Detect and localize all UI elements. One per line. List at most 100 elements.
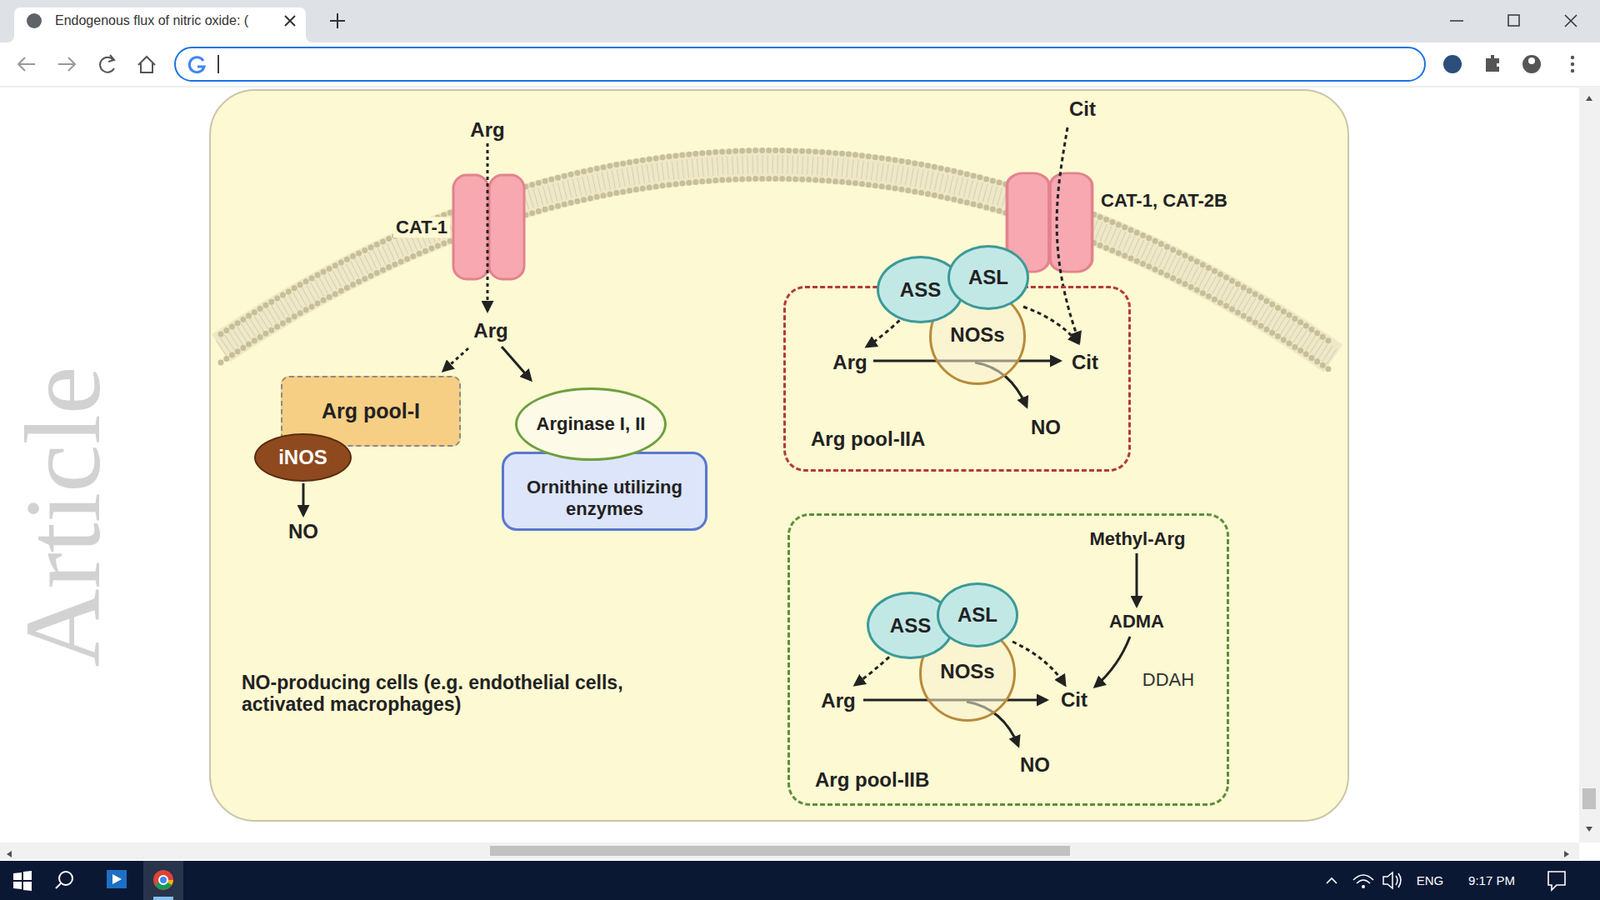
tray-clock: 9:17 PM <box>1468 873 1515 888</box>
enzyme-ellipse: Arginase I, II <box>515 387 667 461</box>
drawn-path <box>1565 15 1577 27</box>
enzyme-ellipse: iNOS <box>254 433 352 482</box>
node-label: NOSs <box>941 323 1013 347</box>
drawn-rect <box>143 860 184 900</box>
metabolite-label: Cit <box>1069 97 1096 121</box>
metabolite-label: Arg <box>473 319 508 343</box>
drawn-g <box>303 127 1137 746</box>
drawn-circle <box>1361 885 1365 889</box>
node-label: Ornithine utilizing enzymes <box>504 476 705 520</box>
metabolite-label: Methyl-Arg <box>1090 528 1186 550</box>
drawn-rect <box>0 0 1600 43</box>
drawn-circle <box>1443 55 1462 74</box>
drawn-path <box>302 483 305 515</box>
watermark: Article <box>8 366 117 668</box>
drawn-rect <box>453 175 489 280</box>
drawn-line <box>0 86 1600 88</box>
drawn-circle <box>1528 57 1535 65</box>
node-label: Arg pool-IIA <box>810 427 925 451</box>
drawn-path <box>189 57 205 73</box>
drawn-path <box>866 315 905 347</box>
drawn-circle <box>1570 69 1575 73</box>
metabolite-label: NO <box>288 520 319 544</box>
metabolite-label: Cit <box>1071 350 1099 375</box>
drawn-path <box>443 348 469 371</box>
drawn-path <box>330 13 345 29</box>
drawn-rect <box>1582 788 1596 810</box>
drawn-rect <box>1579 86 1600 843</box>
metabolite-label: NO <box>1030 415 1061 440</box>
drawn-path <box>100 57 115 73</box>
drawn-path <box>108 55 115 62</box>
node-label: Arg pool-IIB <box>815 768 930 792</box>
metabolite-label: Cit <box>1060 688 1088 712</box>
drawn-rect <box>0 842 1580 860</box>
drawn-path <box>220 164 1334 359</box>
drawn-circle <box>153 870 174 890</box>
pool-region: Arg pool-IIBASSASLNOSs <box>787 513 1230 806</box>
drawn-path <box>873 360 1060 363</box>
metabolite-label: Arg <box>470 118 505 142</box>
drawn-path <box>1135 553 1139 606</box>
metabolite-label: Arg <box>820 689 855 713</box>
drawn-path <box>285 15 295 26</box>
drawn-path <box>1056 127 1080 342</box>
drawn-path <box>220 164 1334 359</box>
drawn-path <box>6 850 1570 858</box>
enzyme-circle: ASL <box>947 245 1030 310</box>
node-label: iNOS <box>270 445 336 470</box>
cell-panel: NO-producing cells (e.g. endothelial cel… <box>209 89 1350 822</box>
drawn-path <box>1095 636 1130 687</box>
drawn-rect <box>0 860 1600 900</box>
enzyme-box: Ornithine utilizing enzymes <box>501 451 708 531</box>
pool-region: Arg pool-IIA NOSs <box>783 285 1131 472</box>
drawn-circle <box>1570 55 1575 60</box>
enzyme-label: DDAH <box>1142 669 1195 690</box>
tray-language: ENG <box>1416 873 1445 888</box>
drawn-rect <box>175 47 1425 81</box>
node-label: ASL <box>949 603 1006 627</box>
tab-title: Endogenous flux of nitric oxide: ( <box>55 13 249 29</box>
drawn-rect <box>490 845 1070 856</box>
drawn-path <box>6 7 314 43</box>
enzyme-circle: ASL <box>936 582 1019 648</box>
drawn-path <box>55 883 61 889</box>
drawn-circle <box>159 875 168 885</box>
drawn-circle <box>1570 62 1575 66</box>
drawn-circle <box>26 13 42 29</box>
node-label: ASS <box>891 278 950 302</box>
drawn-circle <box>1522 55 1541 74</box>
node-label: CAT-1 <box>393 216 450 238</box>
drawn-path <box>1023 306 1079 344</box>
drawn-path <box>975 362 1027 407</box>
drawn-path <box>1585 95 1593 832</box>
metabolite-label: NO <box>1020 753 1050 777</box>
drawn-path <box>1012 641 1065 685</box>
drawn-path <box>1395 873 1401 888</box>
drawn-rect <box>106 870 127 889</box>
node-label: Arginase I, II <box>528 413 655 435</box>
node-label: ASS <box>881 614 940 638</box>
drawn-path <box>112 874 122 885</box>
node-label: NO-producing cells (e.g. endothelial cel… <box>241 671 675 716</box>
drawn-path <box>501 346 531 380</box>
drawn-circle <box>59 871 73 885</box>
drawn-path <box>1326 878 1337 884</box>
drawn-line <box>217 55 220 74</box>
node-label: ASL <box>960 265 1017 290</box>
drawn-rect <box>1508 15 1520 26</box>
drawn-path <box>486 143 490 311</box>
drawn-path <box>855 651 895 685</box>
drawn-rect <box>0 42 1600 87</box>
node-label: CAT-1, CAT-2B <box>1098 190 1230 211</box>
metabolite-label: Arg <box>832 350 867 375</box>
drawn-path <box>1353 875 1374 884</box>
drawn-path <box>58 57 75 71</box>
metabolite-label: ADMA <box>1109 610 1165 632</box>
drawn-path <box>1383 872 1393 889</box>
drawn-path <box>1548 871 1565 890</box>
drawn-path <box>220 178 1334 373</box>
drawn-path <box>18 57 35 71</box>
